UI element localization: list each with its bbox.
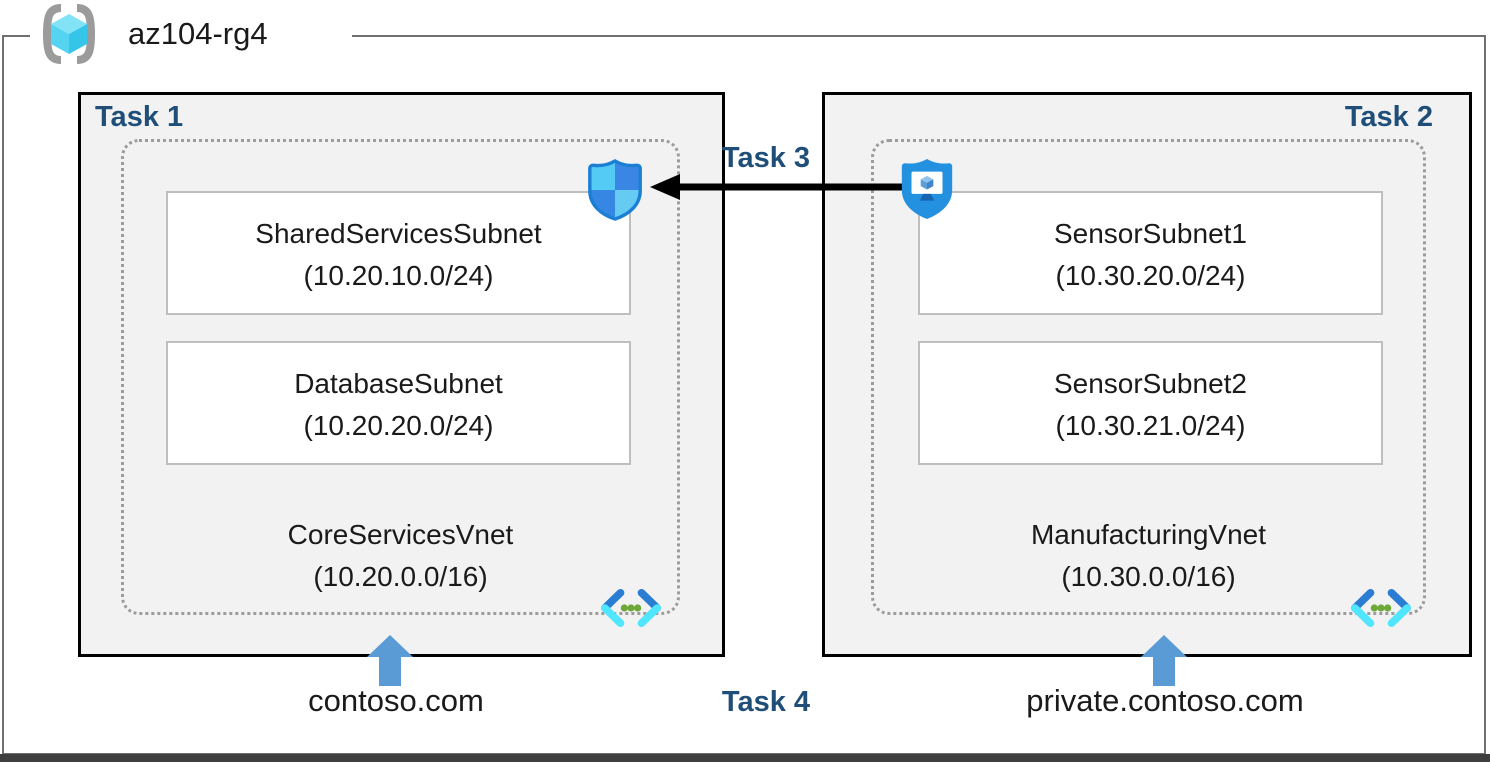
coreservices-vnet-boundary: SharedServicesSubnet (10.20.10.0/24) Dat… [121,139,680,628]
vnet-name: CoreServicesVnet [287,519,514,550]
task3-label: Task 3 [721,142,811,174]
sensor-subnet1-box: SensorSubnet1 (10.30.20.0/24) [918,191,1383,315]
resource-group-header: az104-rg4 [30,0,352,68]
subnet-cidr: (10.30.20.0/24) [1055,260,1246,291]
up-arrow [1141,635,1187,686]
vnet-name: ManufacturingVnet [1030,519,1267,550]
coreservices-vnet-label: CoreServicesVnet (10.20.0.0/16) [124,514,677,598]
subnet-name: SensorSubnet2 [1053,368,1248,399]
bottom-edge-bar [0,754,1490,762]
subnet-name: DatabaseSubnet [294,368,503,399]
task2-box: Task 2 SensorSubnet1 (10.30.20.0/24) Sen… [822,92,1472,657]
subnet-cidr: (10.30.21.0/24) [1055,410,1246,441]
task4-label: Task 4 [721,686,811,718]
resource-group-icon [42,4,96,64]
subnet-name: SharedServicesSubnet [255,218,542,249]
virtual-network-icon [600,588,661,628]
subnet-cidr: (10.20.20.0/24) [303,410,494,441]
vnet-cidr: (10.20.0.0/16) [313,561,488,592]
manufacturing-vnet-boundary: SensorSubnet1 (10.30.20.0/24) SensorSubn… [871,139,1426,628]
dns-zone-private-contoso: private.contoso.com [1026,683,1304,718]
subnet-cidr: (10.20.10.0/24) [303,260,494,291]
task1-label: Task 1 [95,101,184,133]
manufacturing-vnet-label: ManufacturingVnet (10.30.0.0/16) [874,514,1423,598]
virtual-network-icon [1351,588,1412,628]
database-subnet-box: DatabaseSubnet (10.20.20.0/24) [166,341,631,465]
resource-group-name: az104-rg4 [128,16,268,51]
subnet-name: SensorSubnet1 [1053,218,1248,249]
shared-services-subnet-box: SharedServicesSubnet (10.20.10.0/24) [166,191,631,315]
task2-label: Task 2 [1344,101,1433,133]
up-arrow [367,635,413,686]
sensor-subnet2-box: SensorSubnet2 (10.30.21.0/24) [918,341,1383,465]
network-security-group-shield-icon [588,158,642,221]
dns-zone-contoso: contoso.com [308,683,484,718]
peering-left-arrow [650,174,908,200]
bastion-shield-monitor-icon [901,158,953,220]
vnet-cidr: (10.30.0.0/16) [1061,561,1236,592]
